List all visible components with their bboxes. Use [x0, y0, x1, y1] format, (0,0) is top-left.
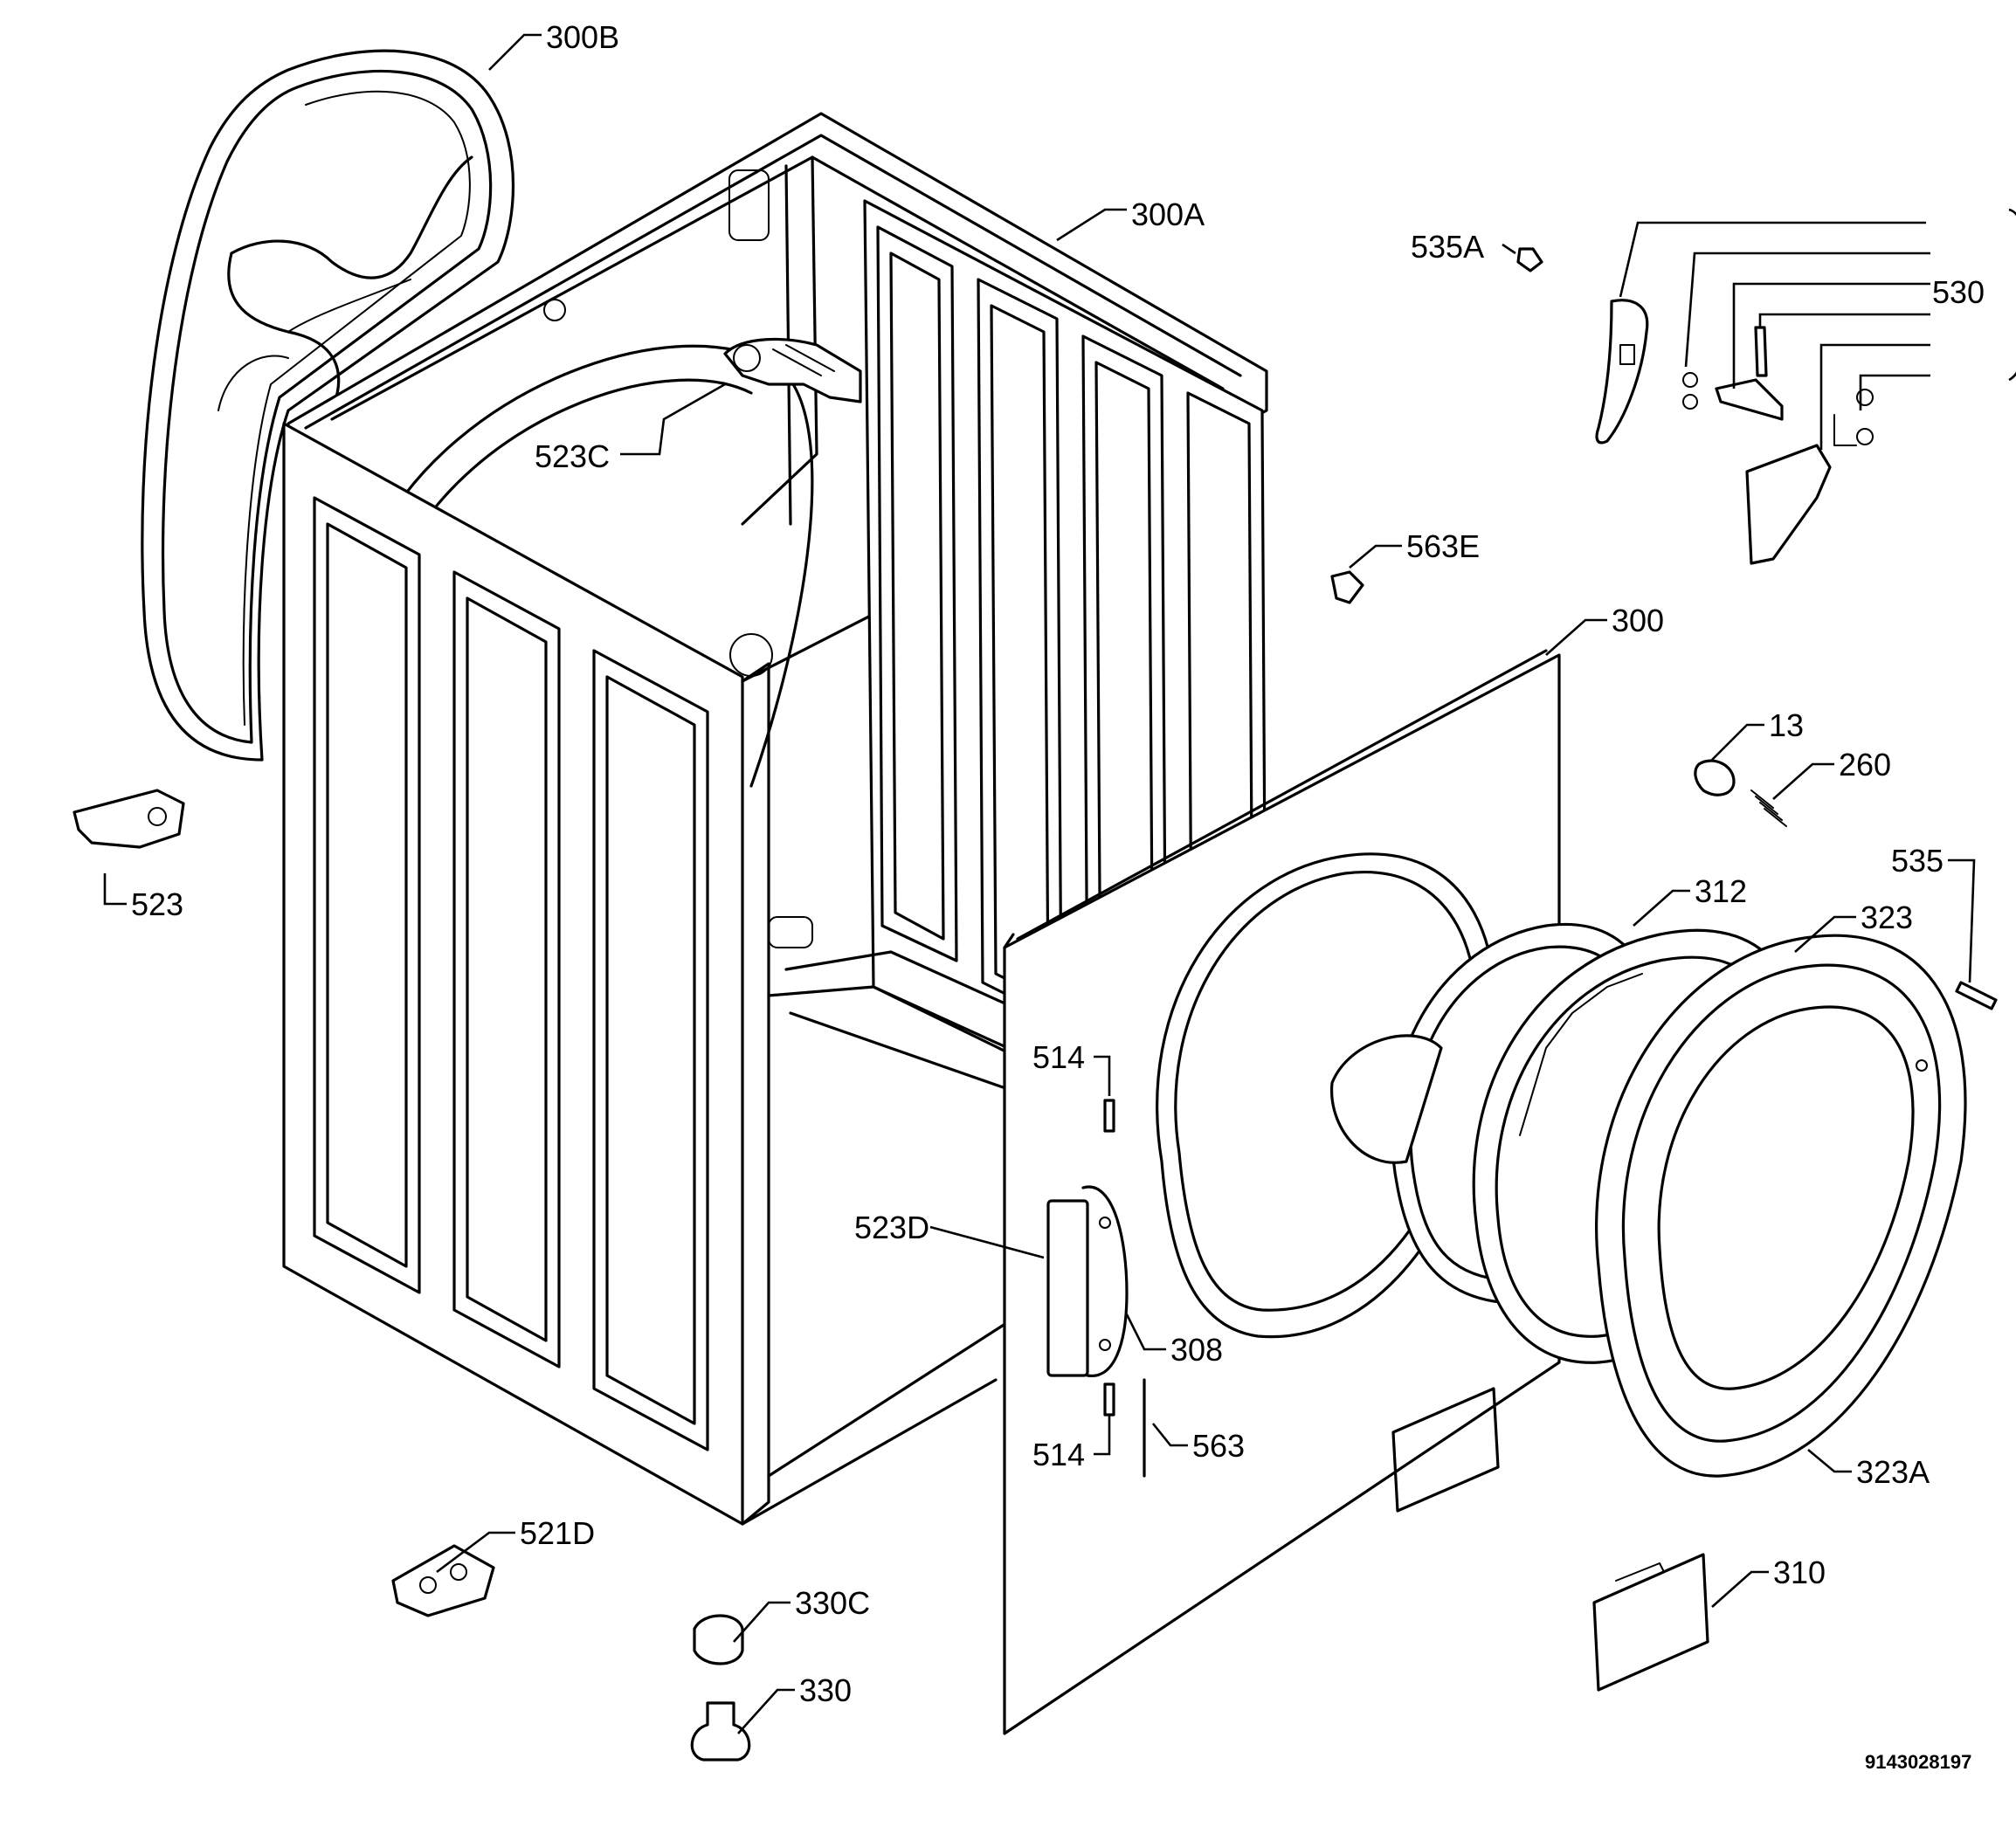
- service-hatch-310: [1592, 1553, 1709, 1692]
- label-260: 260: [1839, 747, 1891, 783]
- label-514-upper: 514: [1032, 1039, 1085, 1075]
- label-535A: 535A: [1411, 229, 1484, 265]
- callout-labels: 300B 300A 535A 530 523C 563E 300 13 260 …: [131, 19, 1985, 1773]
- label-523: 523: [131, 886, 183, 922]
- small-parts: [72, 247, 1998, 1762]
- label-310: 310: [1773, 1555, 1826, 1590]
- label-535: 535: [1891, 843, 1944, 879]
- door-lock-parts-530: [1595, 299, 1874, 565]
- label-308: 308: [1170, 1332, 1223, 1368]
- label-530: 530: [1932, 274, 1985, 310]
- label-312: 312: [1695, 873, 1747, 909]
- label-514-lower: 514: [1032, 1437, 1085, 1472]
- label-300A: 300A: [1131, 196, 1205, 232]
- cabinet-300A: [282, 112, 1268, 1526]
- rear-gasket-300B: [141, 49, 515, 762]
- outer-door-323A: [1595, 934, 1967, 1478]
- label-323A: 323A: [1856, 1454, 1930, 1490]
- label-13: 13: [1769, 707, 1804, 743]
- label-563E: 563E: [1406, 528, 1480, 564]
- label-330: 330: [799, 1672, 852, 1708]
- label-563: 563: [1192, 1428, 1245, 1464]
- label-300: 300: [1612, 603, 1664, 638]
- clip-523C: [723, 337, 862, 403]
- label-300B: 300B: [546, 19, 619, 55]
- leader-lines: [103, 33, 2016, 1734]
- label-330C: 330C: [795, 1585, 870, 1621]
- label-523C: 523C: [535, 438, 610, 474]
- drawing-code: 9143028197: [1865, 1751, 1971, 1773]
- label-323: 323: [1861, 900, 1913, 935]
- label-523D: 523D: [854, 1210, 929, 1245]
- label-521D: 521D: [520, 1515, 595, 1551]
